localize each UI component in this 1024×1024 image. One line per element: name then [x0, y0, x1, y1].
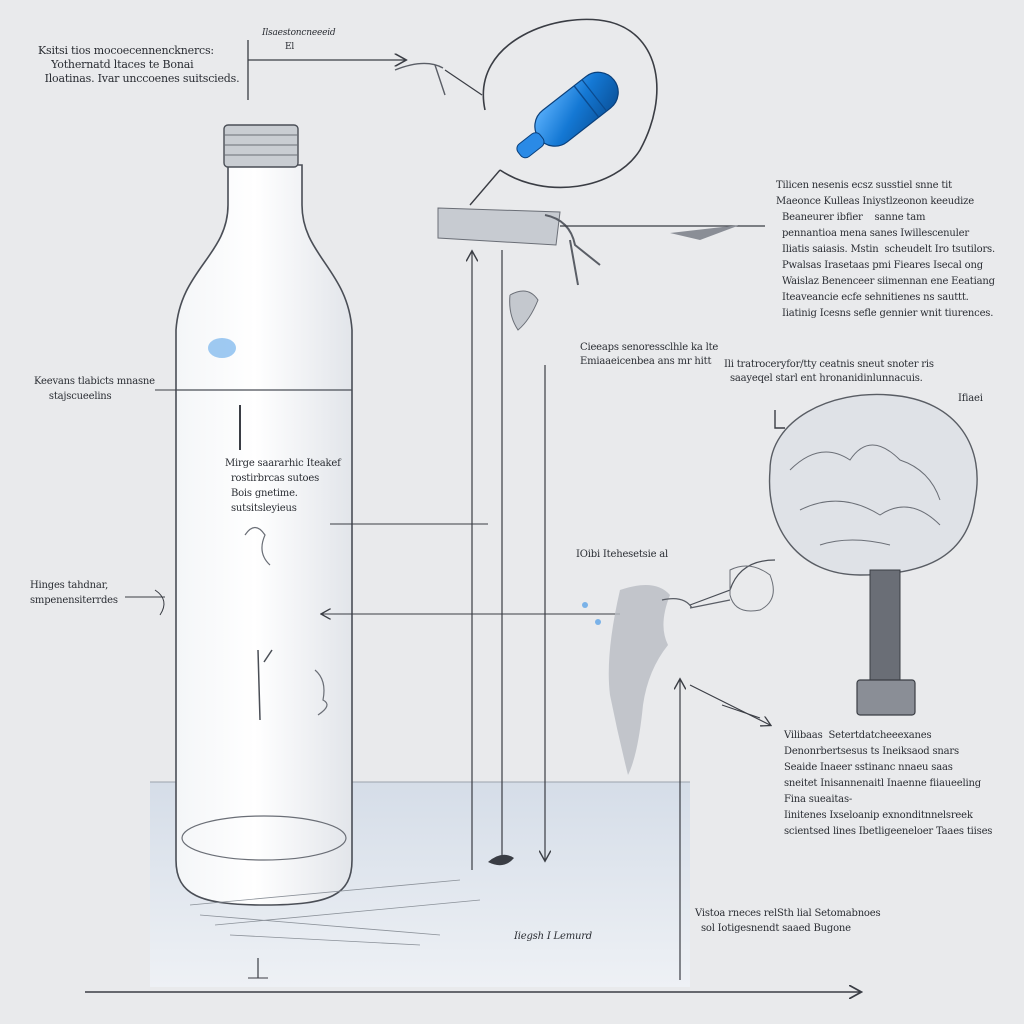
- top-leader-line: [247, 40, 405, 100]
- tree-trunk: [869, 569, 901, 681]
- label-center-mid: IOibi Itehesetsie al: [576, 549, 669, 560]
- lever-mechanism: [437, 207, 765, 286]
- label-right-tree-tag: Ifiaei: [958, 393, 983, 404]
- label-bottom-tag: Iiegsh I Lemurd: [514, 931, 593, 942]
- label-center-top: Cieeaps senoressclhle ka lte Emiaaeicenb…: [580, 342, 719, 367]
- label-right-mid: Ili tratroceryfor/tty ceatnis sneut snot…: [724, 359, 934, 384]
- bottle: [175, 124, 353, 906]
- base-scribble: [189, 879, 481, 946]
- grey-figure: [608, 585, 670, 775]
- label-left-lower: Hinges tahdnar, smpenensiterrdes: [30, 580, 118, 606]
- label-top-center-b: El: [285, 42, 295, 52]
- label-top-left: Ksitsi tios mocoecennencknercs: Yotherna…: [38, 44, 240, 85]
- label-right-lower: Vilibaas Setertdatcheeexanes Denonrberts…: [784, 730, 993, 837]
- bottle-cap: [223, 124, 299, 168]
- label-left-upper: Keevans tlabicts mnasne stajscueelins: [34, 376, 155, 402]
- capsule-callout: [469, 18, 658, 206]
- tree-base: [856, 679, 916, 716]
- label-right-block-1: Tilicen nesenis ecsz susstiel snne tit M…: [776, 180, 995, 319]
- brain-tree-sketch: [689, 393, 978, 716]
- blue-droplet: [208, 338, 236, 358]
- label-bottle-inner: Mirge saararhic Iteakef rostirbrcas suto…: [225, 458, 341, 514]
- label-top-center-a: Ilsaestoncneeeid: [262, 28, 336, 38]
- label-bottom-center: Vistoa rneces relSth lial Setomabnoes so…: [695, 908, 881, 934]
